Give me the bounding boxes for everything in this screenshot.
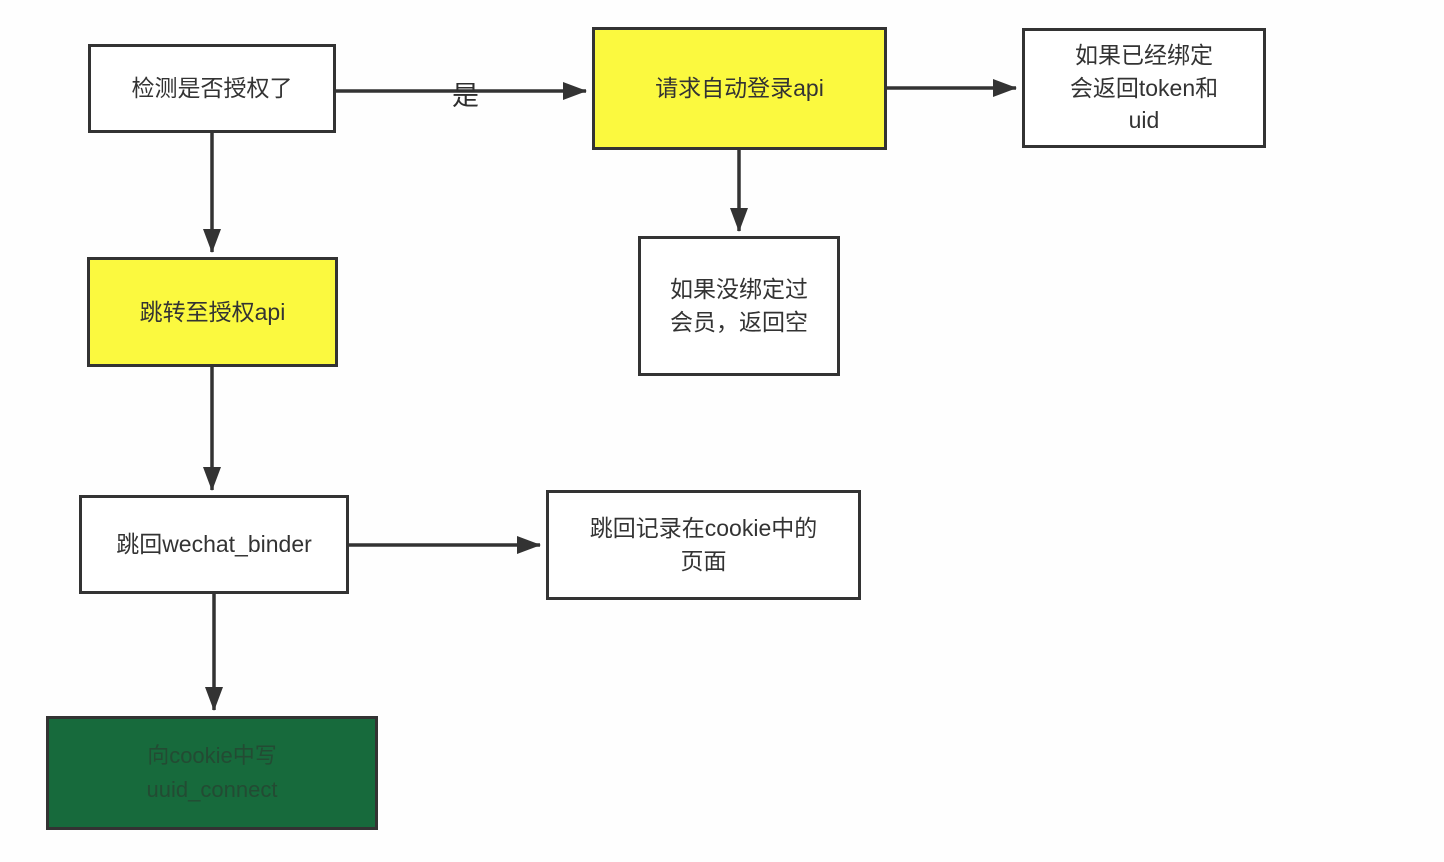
node-already-bound-returns-token: 如果已经绑定 会返回token和 uid [1022, 28, 1266, 148]
node-back-to-wechat-binder: 跳回wechat_binder [79, 495, 349, 594]
node-check-auth: 检测是否授权了 [88, 44, 336, 133]
node-label: 跳回记录在cookie中的 页面 [589, 515, 818, 574]
node-label: 检测是否授权了 [131, 75, 293, 102]
node-label: 向cookie中写 uuid_connect [146, 742, 278, 802]
node-redirect-to-auth-api: 跳转至授权api [87, 257, 338, 367]
node-not-bound-returns-empty: 如果没绑定过 会员，返回空 [638, 236, 840, 376]
node-label: 跳回wechat_binder [116, 531, 312, 558]
node-label: 跳转至授权api [139, 298, 286, 325]
node-label: 如果没绑定过 会员，返回空 [670, 276, 808, 335]
node-back-to-cookie-page: 跳回记录在cookie中的 页面 [546, 490, 861, 600]
edge-label-yes: 是 [452, 81, 479, 111]
node-label: 请求自动登录api [655, 75, 824, 102]
node-request-auto-login-api: 请求自动登录api [592, 27, 887, 150]
node-write-uuid-connect-cookie: 向cookie中写 uuid_connect [46, 716, 378, 830]
node-label: 如果已经绑定 会返回token和 uid [1069, 42, 1219, 134]
